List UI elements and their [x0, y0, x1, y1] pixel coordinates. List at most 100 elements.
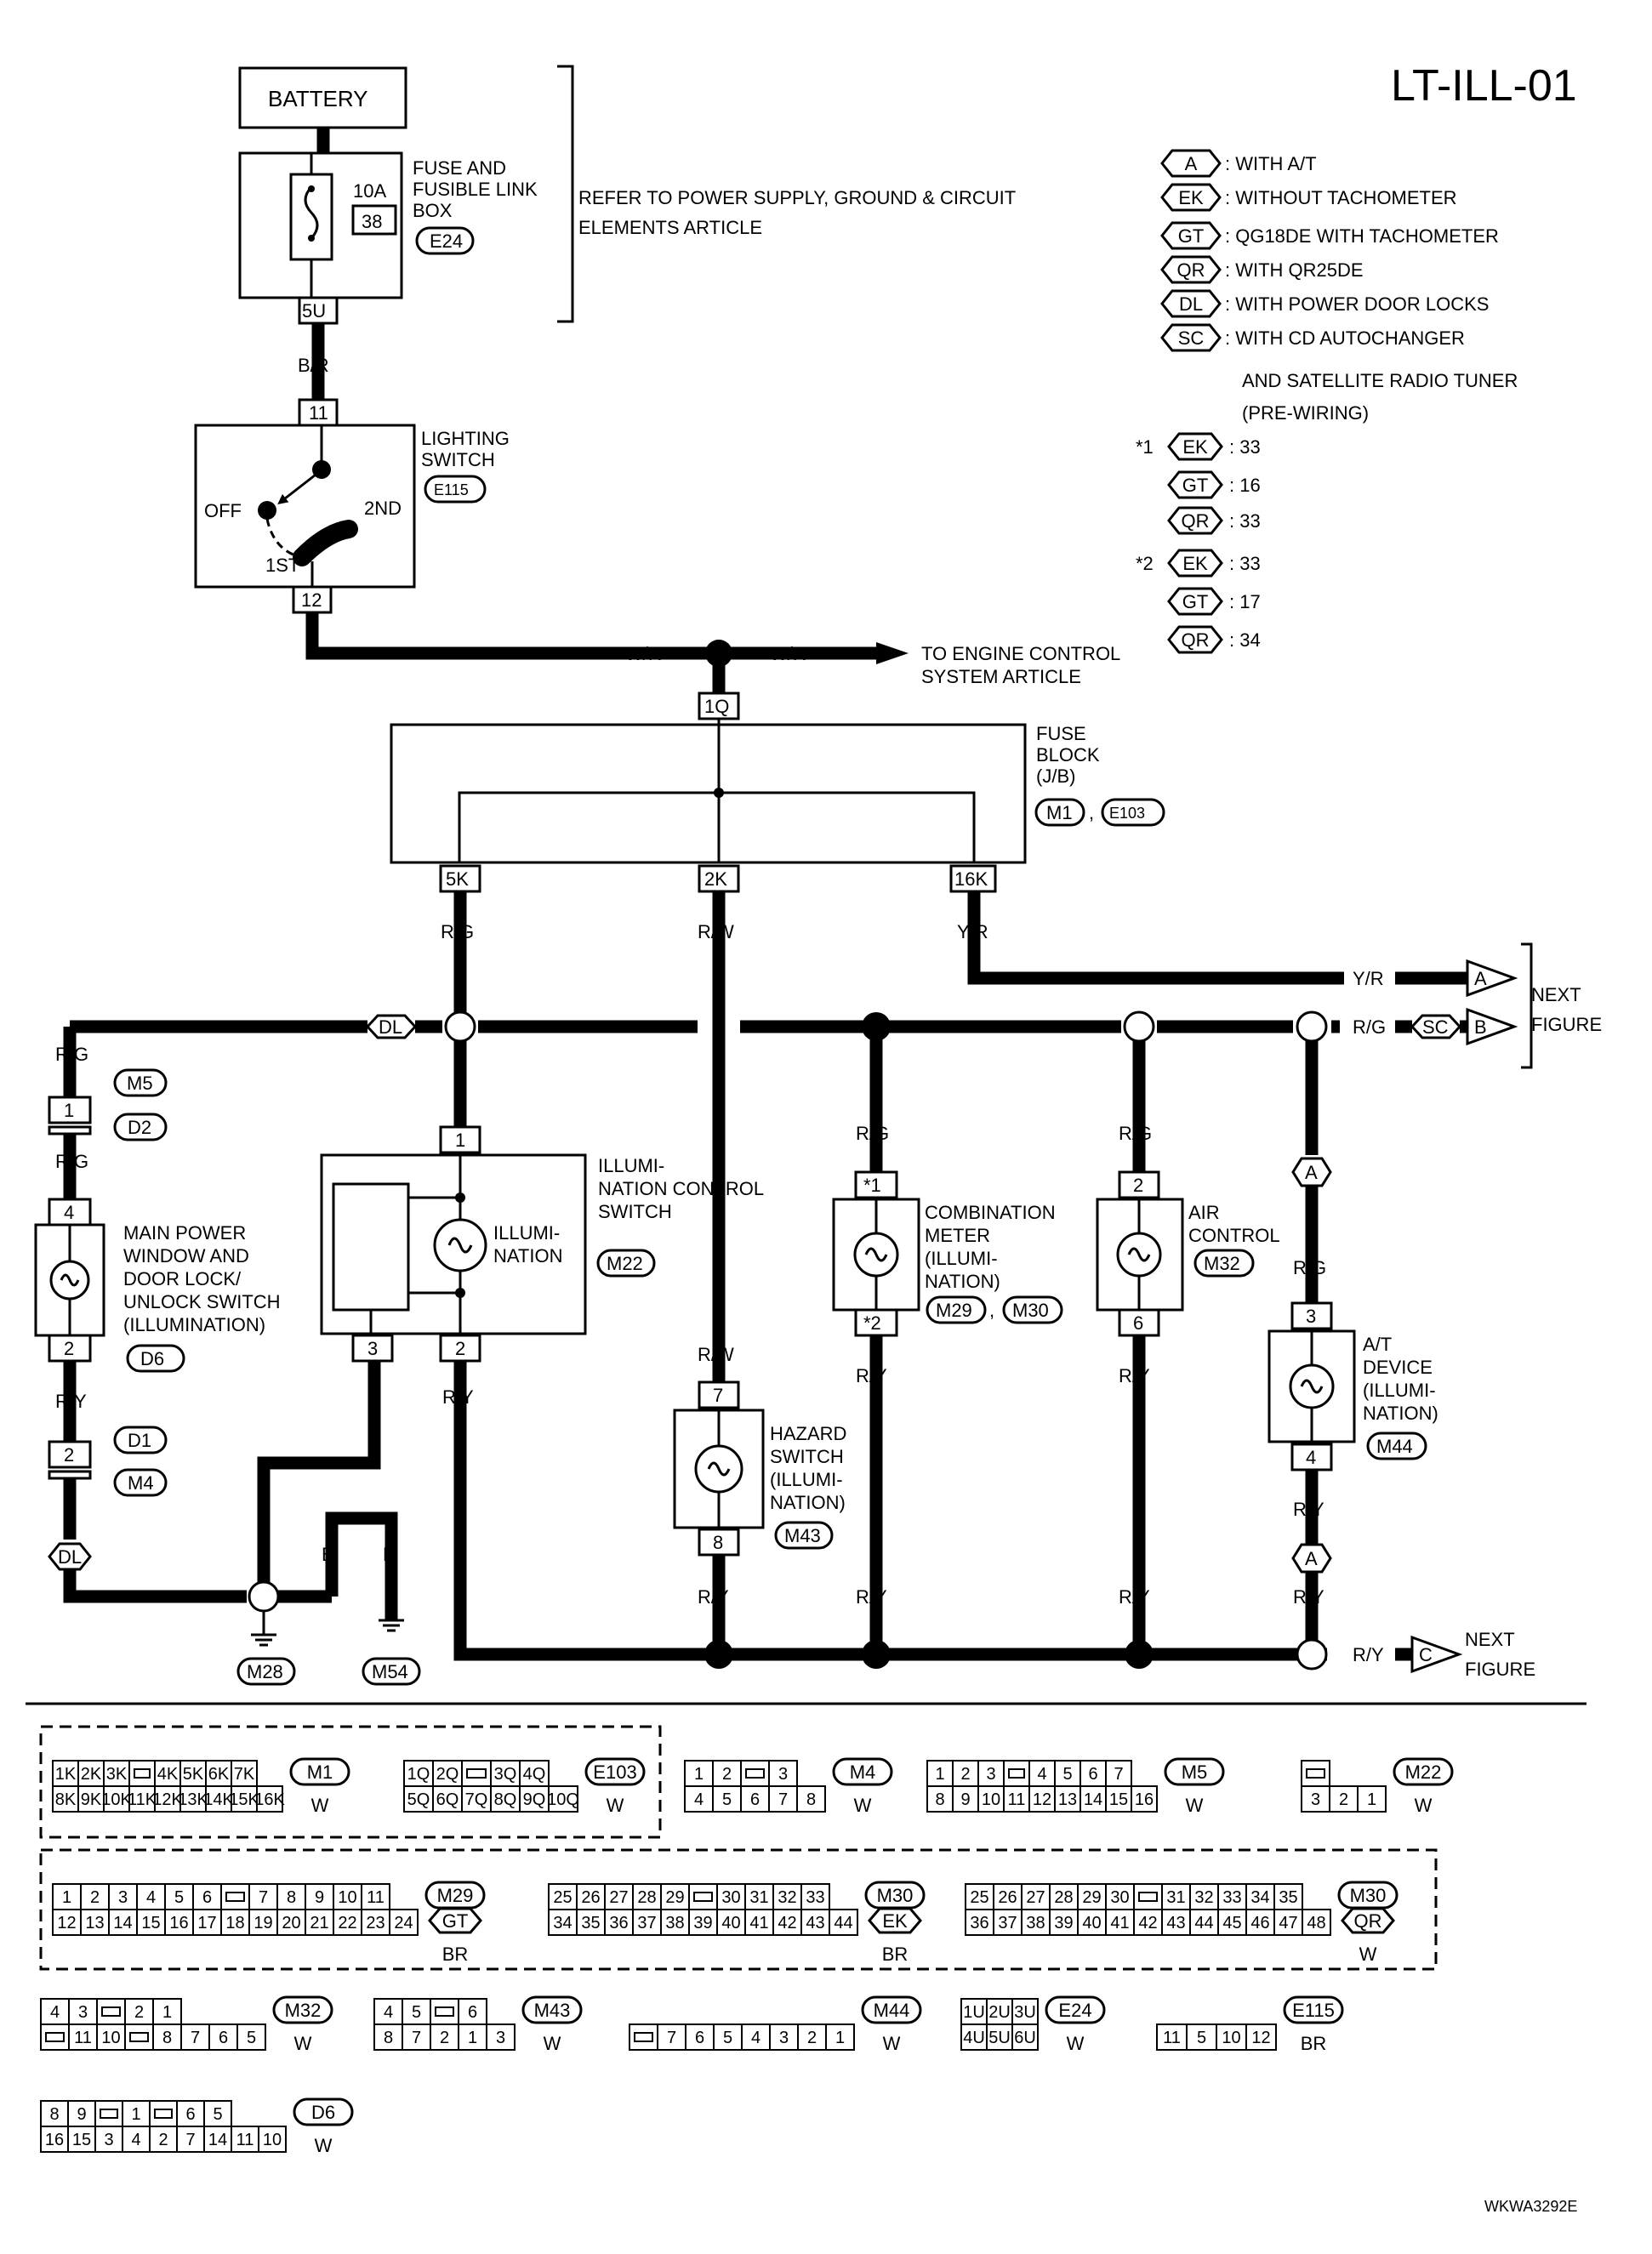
connector-m30a-pin: 44	[834, 1914, 852, 1932]
svg-text:M44: M44	[874, 2000, 910, 2021]
connector-m4-badge: M4	[832, 1757, 893, 1786]
svg-text:,: ,	[1089, 802, 1094, 823]
fuse-block-connector-badges: M1 , E103	[1034, 798, 1165, 827]
connector-m30a-pin: 38	[665, 1914, 684, 1932]
svg-text:3: 3	[367, 1338, 378, 1359]
connector-m29-pin: 18	[225, 1914, 244, 1932]
connector-m43-pin: 2	[440, 2029, 449, 2047]
legend-tag-sc-text: SC	[1178, 327, 1205, 349]
diagram-title: LT-ILL-01	[1391, 61, 1577, 111]
connector-m30b-pin: 33	[1222, 1888, 1241, 1907]
connector-m30b-pin: 40	[1082, 1914, 1101, 1932]
connector-e24-color: W	[1067, 2033, 1085, 2054]
connector-m32-pin: 5	[247, 2029, 256, 2047]
connector-m29-pin: 19	[253, 1914, 272, 1932]
fuse-number: 38	[362, 211, 382, 232]
connector-m43-badge: M43	[521, 1995, 583, 2024]
connector-m30a-color: BR	[882, 1944, 909, 1965]
next-a-tag: A	[1474, 968, 1487, 989]
main-power-window-switch: 4 2	[34, 1198, 105, 1363]
connector-m32-pin: 1	[162, 2003, 172, 2022]
connector-m1-pin: 1K	[55, 1765, 77, 1784]
connector-m30b-pin: 36	[970, 1914, 988, 1932]
legend-tag-sc: SC	[1160, 323, 1222, 352]
connector-m22-badge: M22	[1393, 1757, 1454, 1786]
connector-e115-pin: 5	[1197, 2029, 1206, 2047]
connector-m5-pin: 5	[1062, 1765, 1072, 1784]
note-tag-2-qr-text: QR	[1182, 629, 1210, 651]
legend-tag-gt: GT	[1160, 221, 1222, 250]
connector-d6-pin: 1	[131, 2105, 140, 2124]
connector-m1-pin: 14K	[203, 1790, 234, 1809]
connector-m30b-tag: QR	[1341, 1907, 1395, 1934]
connector-m44-pin: 6	[695, 2029, 704, 2047]
connector-d6-pin: 2	[158, 2131, 168, 2149]
next-figure-1: NEXT	[1531, 984, 1581, 1005]
connector-m30b-pin: 43	[1166, 1914, 1185, 1932]
connector-m43-pin: 5	[412, 2003, 421, 2022]
combination-meter: *1 *2	[832, 1170, 920, 1337]
connector-m1-pin: 7K	[234, 1765, 255, 1784]
connector-d6-pin: 11	[236, 2131, 254, 2149]
connector-e103-pin: 9Q	[523, 1790, 546, 1809]
svg-text:E115: E115	[1292, 2000, 1335, 2021]
svg-text:E115: E115	[434, 481, 469, 498]
wire-label-ry-combo-low: R/Y	[856, 1586, 887, 1608]
svg-text:4: 4	[64, 1202, 74, 1223]
connector-m29-pin: 23	[366, 1914, 385, 1932]
svg-text:E103: E103	[593, 1762, 636, 1783]
m44-badge: M44	[1366, 1432, 1427, 1460]
m22-badge: M22	[596, 1249, 656, 1278]
connector-e103-pin: 10Q	[547, 1790, 579, 1809]
connector-e103-pin: 4Q	[523, 1765, 546, 1784]
connector-e115-color: BR	[1301, 2033, 1327, 2054]
svg-text:DL: DL	[379, 1016, 402, 1038]
connector-m44-pin: 5	[723, 2029, 732, 2047]
note-val-1-gt: : 16	[1229, 475, 1261, 496]
connector-m4-pin: 7	[778, 1790, 788, 1809]
connector-m30b-pin: 38	[1026, 1914, 1045, 1932]
connector-m30a-pin: 29	[665, 1888, 684, 1907]
wire-label-ry-next: R/Y	[1353, 1644, 1384, 1665]
connector-m29-pin: 24	[394, 1914, 413, 1932]
legend-tag-a: A	[1160, 149, 1222, 178]
fuse-box-label-2: FUSIBLE LINK	[413, 179, 538, 200]
illum-switch-label-2: NATION CONTROL	[598, 1178, 764, 1199]
connector-m30b-pin: 30	[1110, 1888, 1129, 1907]
at-device-label-2: DEVICE	[1363, 1357, 1433, 1378]
main-power-label-5: (ILLUMINATION)	[123, 1314, 265, 1335]
svg-text:A: A	[1305, 1548, 1318, 1569]
wire-label-b-ground-1: B	[257, 1544, 270, 1565]
connector-m30b-tag-text: QR	[1354, 1910, 1382, 1932]
connector-m29-pin: 17	[197, 1914, 216, 1932]
connector-m29-pin: 20	[282, 1914, 300, 1932]
connector-m5-pin: 4	[1037, 1765, 1046, 1784]
note-val-1-ek: : 33	[1229, 436, 1261, 458]
lighting-switch-connector-badge: E115	[424, 475, 487, 504]
connector-m4-pin: 3	[778, 1765, 788, 1784]
connector-m1-pin: 8K	[55, 1790, 77, 1809]
note-tag-2-ek: EK	[1167, 549, 1223, 578]
note-tag-1-qr: QR	[1167, 506, 1223, 535]
connector-m30b-pin: 44	[1194, 1914, 1213, 1932]
connector-m1-pin: 4K	[157, 1765, 179, 1784]
connector-m29-tag-text: GT	[442, 1910, 469, 1932]
main-power-label-2: WINDOW AND	[123, 1245, 249, 1266]
connector-e103-pin: 7Q	[465, 1790, 488, 1809]
legend-extra-2: (PRE-WIRING)	[1242, 402, 1369, 424]
connector-m44-color: W	[883, 2033, 901, 2054]
connector-m5-pin: 14	[1084, 1790, 1102, 1809]
svg-text:11: 11	[309, 402, 328, 424]
note-tag-1-ek: EK	[1167, 432, 1223, 461]
connector-m43-pin: 3	[496, 2029, 505, 2047]
connector-m43-color: W	[544, 2033, 561, 2054]
